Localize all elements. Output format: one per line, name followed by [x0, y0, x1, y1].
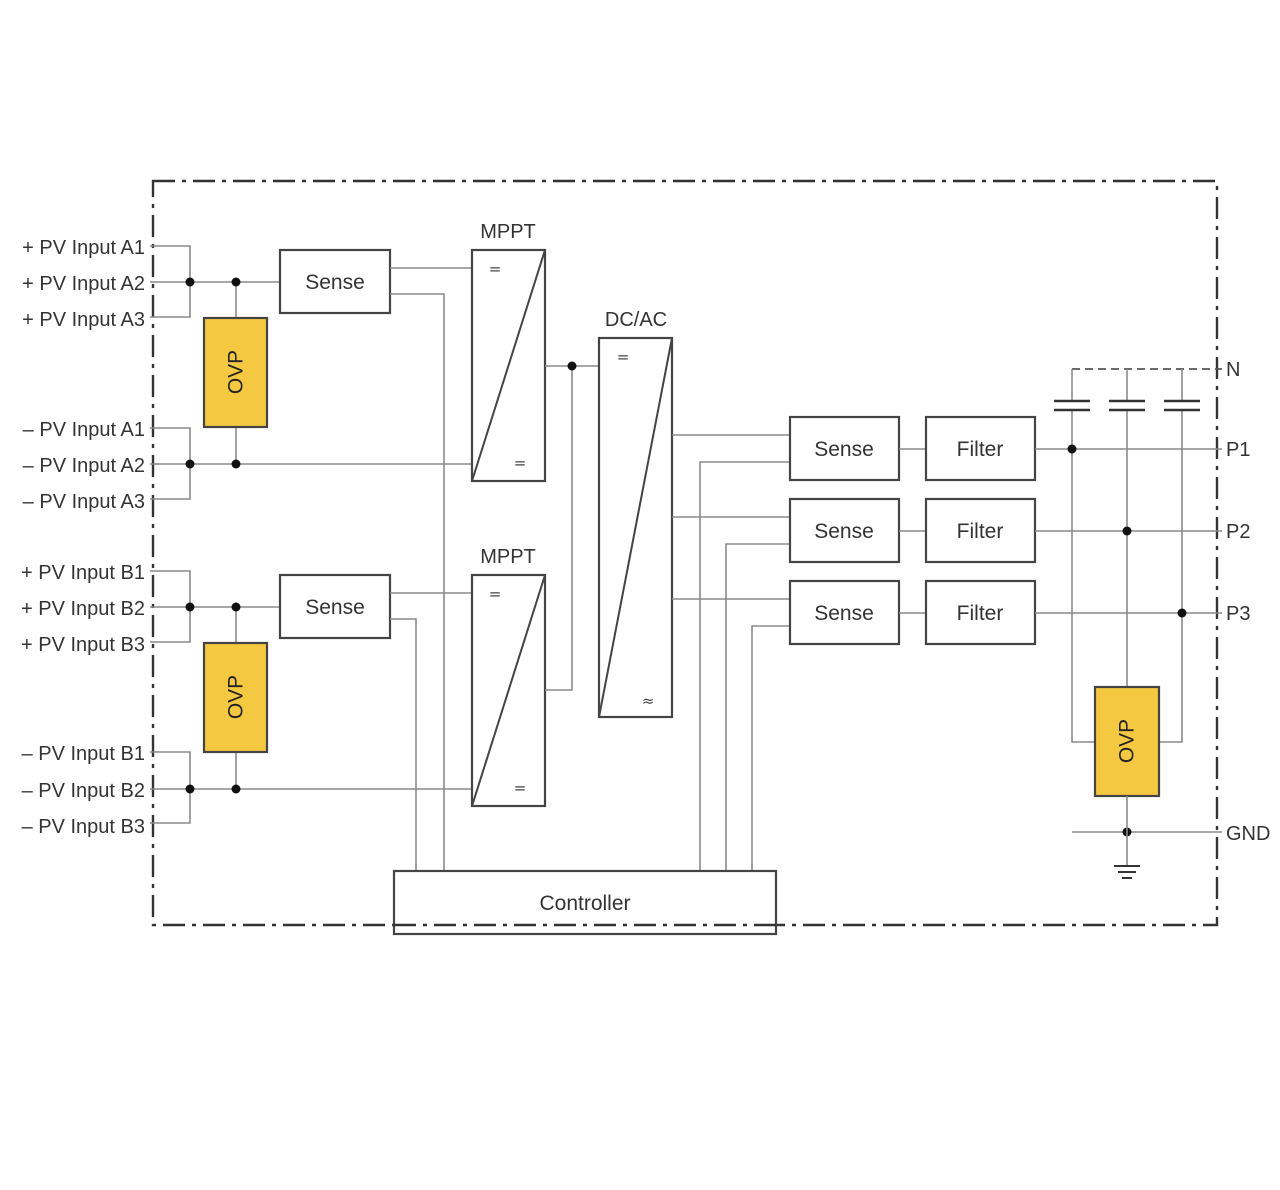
label-pv-b2-plus: + PV Input B2: [21, 598, 145, 620]
sense-b-label: Sense: [305, 596, 365, 619]
label-pv-a1-plus: + PV Input A1: [22, 237, 145, 259]
controller-label: Controller: [539, 892, 630, 915]
mppt-b-title: MPPT: [480, 546, 536, 568]
sense-to-filter-wiring: [899, 448, 926, 614]
output-label-p1: P1: [1226, 439, 1250, 461]
dcac-to-sense-wiring: [672, 434, 790, 871]
label-pv-b3-plus: + PV Input B3: [21, 634, 145, 656]
ovp-a-label: OVP: [225, 350, 248, 394]
label-pv-b2-minus: – PV Input B2: [22, 780, 145, 802]
output-label-gnd: GND: [1226, 823, 1270, 845]
sense-block-b: Sense: [278, 573, 392, 640]
sense-block-p3: Sense: [788, 579, 901, 646]
ground-icon: [1114, 796, 1140, 879]
mppt-a-dc-in-symbol: =: [489, 260, 502, 278]
dc-bus-wiring: [545, 365, 599, 691]
sense-block-p1: Sense: [788, 415, 901, 482]
label-pv-b1-plus: + PV Input B1: [21, 562, 145, 584]
label-pv-b1-minus: – PV Input B1: [22, 743, 145, 765]
dcac-dc-symbol: =: [617, 348, 630, 366]
ovp-output-label: OVP: [1116, 719, 1139, 763]
filter-p2-label: Filter: [957, 520, 1004, 543]
label-pv-a2-minus: – PV Input A2: [23, 455, 145, 477]
ovp-block-output: OVP: [1093, 685, 1161, 798]
ovp-block-a: OVP: [202, 316, 269, 429]
ovp-b-label: OVP: [225, 675, 248, 719]
filter-block-p3: Filter: [924, 579, 1037, 646]
controller-block: Controller: [392, 869, 778, 936]
mppt-b-dc-in-symbol: =: [489, 585, 502, 603]
dcac-ac-symbol: ≈: [642, 692, 655, 710]
sense-block-p2: Sense: [788, 497, 901, 564]
sense-a-label: Sense: [305, 271, 365, 294]
filter-p3-label: Filter: [957, 602, 1004, 625]
label-pv-b3-minus: – PV Input B3: [22, 816, 145, 838]
sense-p3-label: Sense: [814, 602, 874, 625]
sense-p1-label: Sense: [814, 438, 874, 461]
label-pv-a1-minus: – PV Input A1: [23, 419, 145, 441]
label-pv-a3-minus: – PV Input A3: [23, 491, 145, 513]
sense-p2-label: Sense: [814, 520, 874, 543]
dcac-block: DC/AC = ≈: [597, 309, 674, 719]
label-pv-a3-plus: + PV Input A3: [22, 309, 145, 331]
output-label-p2: P2: [1226, 521, 1250, 543]
output-label-n: N: [1226, 359, 1240, 381]
input-wiring-a: [150, 245, 472, 500]
filter-block-p2: Filter: [924, 497, 1037, 564]
label-pv-a2-plus: + PV Input A2: [22, 273, 145, 295]
sense-to-mppt-wiring: [390, 267, 472, 871]
sense-block-a: Sense: [278, 248, 392, 315]
output-junctions: [1067, 444, 1187, 837]
input-junctions: [185, 277, 241, 794]
dcac-title: DC/AC: [605, 309, 667, 331]
mppt-block-b: MPPT = =: [470, 546, 547, 808]
filter-block-p1: Filter: [924, 415, 1037, 482]
mppt-a-title: MPPT: [480, 221, 536, 243]
input-wiring-b: [150, 570, 472, 824]
mppt-a-dc-out-symbol: =: [514, 454, 527, 472]
output-label-p3: P3: [1226, 603, 1250, 625]
mppt-block-a: MPPT = =: [470, 221, 547, 483]
mppt-b-dc-out-symbol: =: [514, 779, 527, 797]
ovp-block-b: OVP: [202, 641, 269, 754]
y-capacitors: [1054, 369, 1200, 743]
filter-p1-label: Filter: [957, 438, 1004, 461]
dc-bus-junction: [567, 361, 577, 371]
